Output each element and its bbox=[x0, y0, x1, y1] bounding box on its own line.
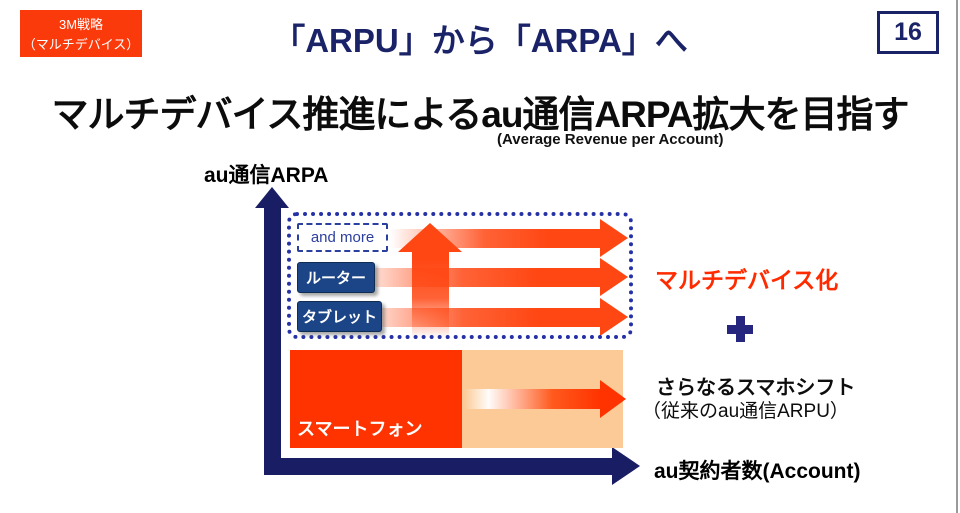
arpu-note: （従来のau通信ARPU） bbox=[642, 401, 849, 422]
right-arrow-body bbox=[390, 228, 600, 248]
x-axis-label: au契約者数(Account) bbox=[654, 460, 861, 483]
y-axis-arrow-icon bbox=[255, 187, 289, 208]
smartphone-shift-title: さらなるスマホシフト bbox=[656, 377, 856, 399]
tablet-box: タブレット bbox=[297, 301, 382, 332]
heading-note: (Average Revenue per Account) bbox=[497, 131, 724, 148]
right-arrow-head bbox=[600, 258, 628, 296]
x-axis-arrow-icon bbox=[612, 447, 640, 485]
right-arrow-body bbox=[352, 307, 600, 327]
main-heading: マルチデバイス推進によるau通信ARPA拡大を目指す bbox=[51, 94, 909, 135]
smartphone-box: スマートフォン bbox=[290, 350, 462, 448]
x-axis-line bbox=[264, 458, 612, 475]
right-arrow-body bbox=[350, 267, 600, 287]
page-number: 16 bbox=[877, 11, 939, 54]
plus-icon bbox=[727, 316, 753, 342]
y-axis-line bbox=[264, 206, 281, 470]
shift-arrow-head bbox=[600, 380, 626, 418]
y-axis-label: au通信ARPA bbox=[204, 164, 329, 187]
right-arrow-icon bbox=[350, 258, 628, 296]
slide-title: 「ARPU」から「ARPA」へ bbox=[272, 22, 688, 59]
multi-device-label: マルチデバイス化 bbox=[655, 267, 839, 293]
strategy-badge: 3M戦略 （マルチデバイス） bbox=[20, 10, 142, 57]
strategy-badge-line2: （マルチデバイス） bbox=[22, 36, 140, 52]
smartphone-label: スマートフォン bbox=[297, 419, 423, 439]
plus-icon-bar bbox=[736, 316, 745, 342]
multi-device-group-border bbox=[287, 212, 633, 339]
right-arrow-head bbox=[600, 219, 628, 257]
slide-edge-divider bbox=[956, 0, 958, 513]
right-arrow-icon bbox=[390, 219, 628, 257]
shift-right-arrow-icon bbox=[464, 380, 626, 418]
router-box: ルーター bbox=[297, 262, 375, 293]
shift-arrow-body bbox=[464, 389, 600, 409]
strategy-badge-line1: 3M戦略 bbox=[58, 17, 104, 32]
right-arrow-icon bbox=[352, 298, 628, 336]
and-more-box: and more bbox=[297, 223, 388, 252]
